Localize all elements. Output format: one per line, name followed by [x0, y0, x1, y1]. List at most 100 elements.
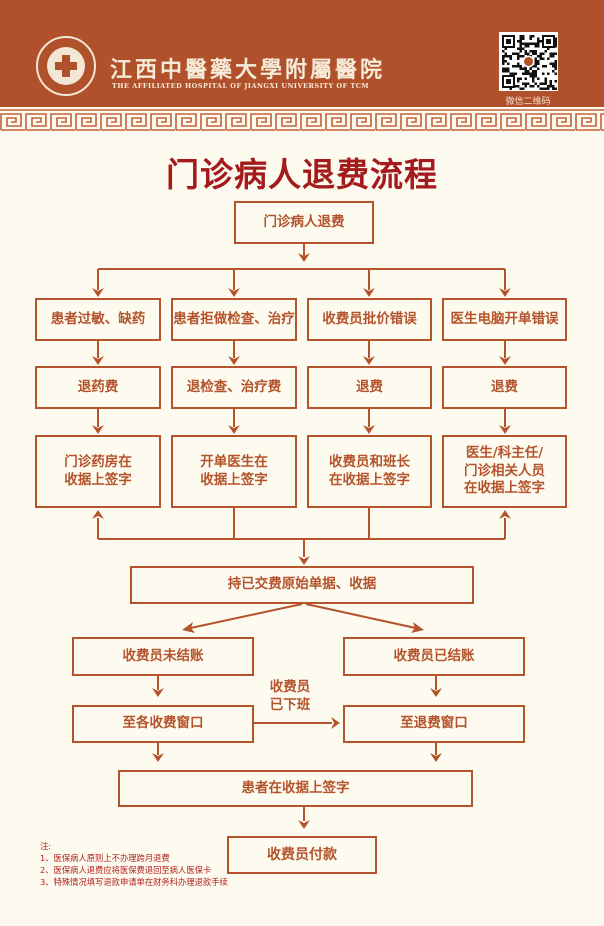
arrow-down-icon	[363, 356, 375, 365]
left-status-label: 收费员未结账	[122, 647, 204, 664]
arrow-down-icon	[499, 356, 511, 365]
right-window-label: 至退费窗口	[400, 715, 468, 732]
right-status-label: 收费员已结账	[393, 647, 475, 664]
notes-section: 注: 1、医保病人原则上不办理跨月退费 2、医保病人退费应将医保费退回至病人医保…	[40, 840, 228, 888]
fret-unit	[475, 113, 497, 130]
reason-label: 患者拒做检查、治疗	[173, 310, 295, 327]
arrow-down-icon	[430, 688, 442, 697]
action-label: 退费	[356, 378, 383, 395]
arrow-down-icon	[499, 425, 511, 434]
fret-unit	[175, 113, 197, 130]
sign-label: 开单医生在 收据上签字	[200, 453, 268, 488]
note-item: 3、特殊情况填写退款申请单在财务科办理退款手续	[40, 877, 228, 888]
fret-unit	[275, 113, 297, 130]
arrow-down-icon	[298, 820, 310, 829]
arrow-down-icon	[228, 356, 240, 365]
sign-label: 收费员和班长 在收据上签字	[329, 453, 410, 488]
transfer-label: 收费员 已下班	[269, 679, 311, 714]
fret-unit	[400, 113, 422, 130]
fret-unit	[150, 113, 172, 130]
fret-unit	[450, 113, 472, 130]
fret-unit	[325, 113, 347, 130]
fret-unit	[425, 113, 447, 130]
action-box-3: 退费	[307, 366, 432, 409]
reason-label: 收费员批价错误	[322, 310, 417, 327]
arrow-down-icon	[499, 288, 511, 297]
arrow-down-icon	[363, 288, 375, 297]
note-item: 1、医保病人原则上不办理跨月退费	[40, 853, 170, 864]
fret-unit	[75, 113, 97, 130]
hospital-name-en: THE AFFILIATED HOSPITAL OF JIANGXI UNIVE…	[112, 82, 370, 90]
action-box-4: 退费	[442, 366, 567, 409]
arrow-down-icon	[228, 288, 240, 297]
action-label: 退检查、治疗费	[186, 378, 282, 395]
hospital-logo-icon	[36, 36, 96, 96]
fret-unit	[0, 113, 22, 130]
right-window-box: 至退费窗口	[343, 705, 525, 743]
start-label: 门诊病人退费	[263, 213, 345, 230]
greek-key-border	[0, 108, 604, 134]
fret-unit	[225, 113, 247, 130]
arrow-right-icon	[331, 717, 340, 729]
sign-box-4: 医生/科主任/ 门诊相关人员 在收据上签字	[442, 435, 567, 508]
fret-unit	[350, 113, 372, 130]
qr-label: 微信二维码	[505, 97, 551, 107]
note-item: 2、医保病人退费应将医保费退回至病人医保卡	[40, 865, 212, 876]
arrow-down-icon	[152, 688, 164, 697]
sign-box-2: 开单医生在 收据上签字	[171, 435, 297, 508]
header-banner: 江西中醫藥大學附屬醫院 THE AFFILIATED HOSPITAL OF J…	[0, 0, 604, 107]
arrow-down-icon	[363, 425, 375, 434]
reason-box-2: 患者拒做检查、治疗	[171, 298, 297, 341]
arrow-up-icon	[92, 510, 104, 519]
fret-unit	[575, 113, 597, 130]
fret-unit	[200, 113, 222, 130]
action-label: 退费	[491, 378, 518, 395]
arrow-down-icon	[92, 425, 104, 434]
action-box-2: 退检查、治疗费	[171, 366, 297, 409]
arrow-down-icon	[92, 288, 104, 297]
payout-label: 收费员付款	[267, 846, 337, 863]
left-window-label: 至各收费窗口	[122, 715, 204, 732]
left-status-box: 收费员未结账	[72, 637, 254, 676]
sign-label: 医生/科主任/ 门诊相关人员 在收据上签字	[464, 445, 545, 497]
fret-unit	[50, 113, 72, 130]
page-title: 门诊病人退费流程	[166, 155, 438, 194]
arrow-down-icon	[430, 753, 442, 762]
notes-heading: 注:	[40, 841, 52, 851]
arrow-down-icon	[228, 425, 240, 434]
action-box-1: 退药费	[35, 366, 161, 409]
right-status-box: 收费员已结账	[343, 637, 525, 676]
start-box: 门诊病人退费	[234, 201, 374, 244]
payout-box: 收费员付款	[227, 836, 377, 874]
arrow-down-icon	[298, 253, 310, 262]
fret-unit	[550, 113, 572, 130]
arrow-diagonal-left-icon	[182, 622, 195, 633]
qr-code-icon	[499, 32, 558, 91]
sign-label: 门诊药房在 收据上签字	[64, 453, 132, 488]
reason-box-1: 患者过敏、缺药	[35, 298, 161, 341]
sign-box-3: 收费员和班长 在收据上签字	[307, 435, 432, 508]
receipt-box: 持已交费原始单据、收据	[130, 566, 474, 604]
patient-sign-box: 患者在收据上签字	[118, 770, 473, 807]
left-window-box: 至各收费窗口	[72, 705, 254, 743]
fret-unit	[525, 113, 547, 130]
sign-box-1: 门诊药房在 收据上签字	[35, 435, 161, 508]
arrow-down-icon	[152, 753, 164, 762]
fret-unit	[375, 113, 397, 130]
arrow-down-icon	[92, 356, 104, 365]
fret-unit	[300, 113, 322, 130]
arrow-down-icon	[298, 556, 310, 565]
fret-unit	[25, 113, 47, 130]
action-label: 退药费	[77, 378, 119, 395]
reason-box-4: 医生电脑开单错误	[442, 298, 567, 341]
fret-unit	[100, 113, 122, 130]
arrow-up-icon	[499, 510, 511, 519]
reason-label: 患者过敏、缺药	[50, 310, 146, 327]
fret-unit	[500, 113, 522, 130]
receipt-label: 持已交费原始单据、收据	[227, 576, 377, 593]
fret-unit	[250, 113, 272, 130]
fret-unit	[125, 113, 147, 130]
arrow-diagonal-right-icon	[411, 622, 424, 633]
hospital-name-zh: 江西中醫藥大學附屬醫院	[110, 57, 386, 83]
